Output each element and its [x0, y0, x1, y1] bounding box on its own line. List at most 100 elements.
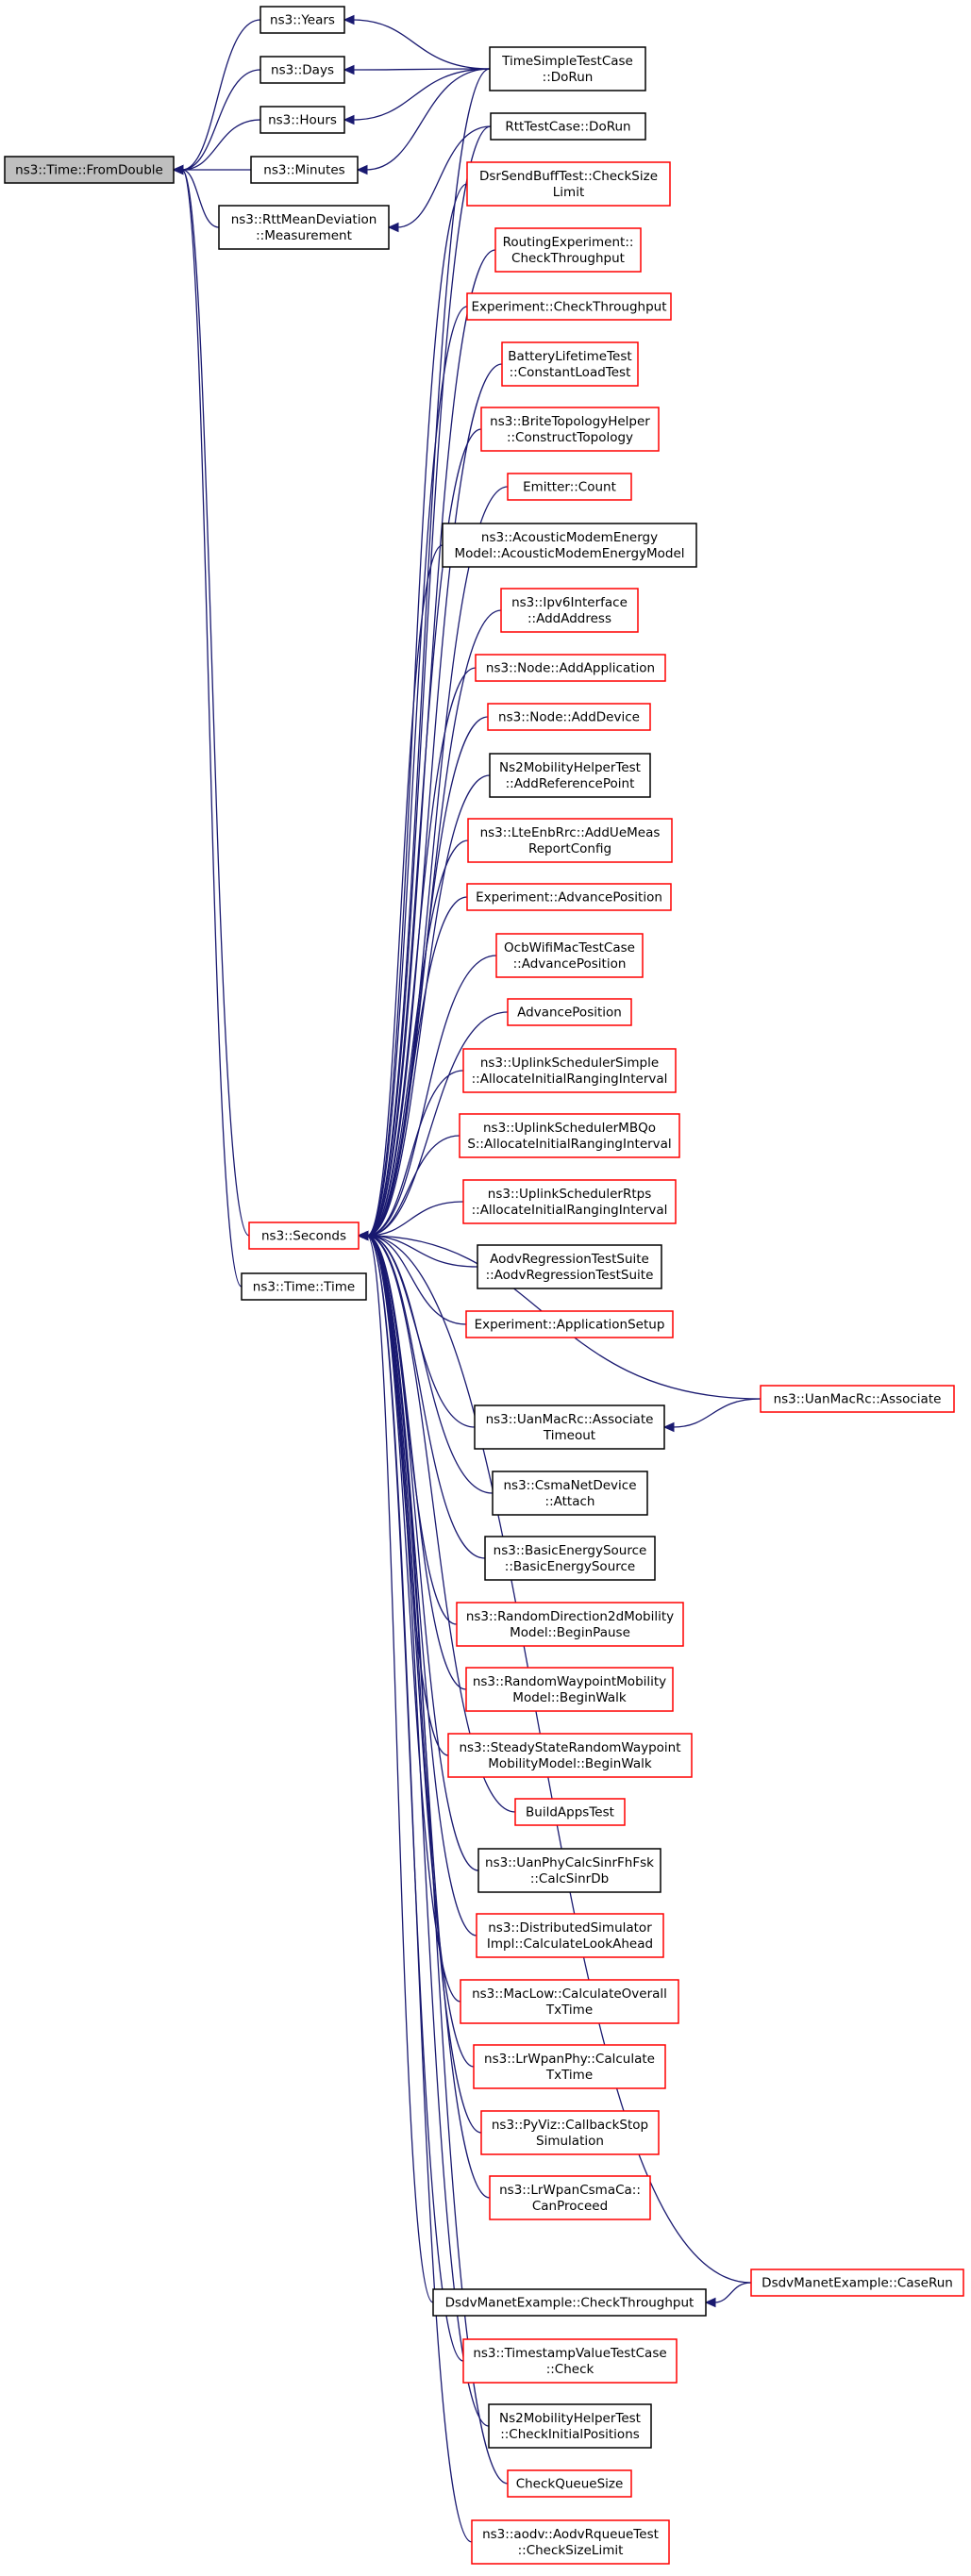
node-label-line: ns3::TimestampValueTestCase — [473, 2346, 666, 2361]
node-label-line: OcbWifiMacTestCase — [504, 940, 635, 956]
edge-line — [713, 2282, 752, 2303]
node-label-line: ns3::UanPhyCalcSinrFhFsk — [485, 1855, 654, 1870]
node-box — [488, 2403, 652, 2449]
node-box — [465, 1667, 674, 1712]
arrowhead — [343, 114, 355, 125]
node-randomway[interactable]: ns3::RandomWaypointMobilityModel::BeginW… — [465, 1667, 674, 1712]
edge-line — [181, 169, 243, 1288]
node-box — [442, 523, 697, 568]
node-battery[interactable]: BatteryLifetimeTest::ConstantLoadTest — [501, 341, 639, 387]
node-advance[interactable]: AdvancePosition — [507, 998, 632, 1026]
node-uplinksimple[interactable]: ns3::UplinkSchedulerSimple::AllocateInit… — [462, 1048, 677, 1093]
node-label-line: ns3::Ipv6Interface — [511, 595, 628, 610]
node-box — [495, 933, 644, 978]
node-box — [477, 1848, 661, 1893]
node-aodvreg[interactable]: AodvRegressionTestSuite::AodvRegressionT… — [477, 1244, 662, 1289]
edge-line — [366, 1235, 434, 2303]
node-box — [462, 2338, 678, 2384]
node-box — [507, 2469, 632, 2498]
node-basicenergy[interactable]: ns3::BasicEnergySource::BasicEnergySourc… — [484, 1536, 656, 1581]
node-label-line: DsrSendBuffTest::CheckSize — [479, 169, 658, 184]
node-brite[interactable]: ns3::BriteTopologyHelper::ConstructTopol… — [480, 407, 660, 452]
node-buildapps[interactable]: BuildAppsTest — [514, 1798, 626, 1826]
edge-line — [366, 1011, 509, 1237]
node-steady[interactable]: ns3::SteadyStateRandomWaypointMobilityMo… — [447, 1733, 693, 1778]
node-ns2init[interactable]: Ns2MobilityHelperTest::CheckInitialPosit… — [488, 2403, 652, 2449]
node-routingexp[interactable]: RoutingExperiment::CheckThroughput — [494, 227, 642, 273]
node-ipv6[interactable]: ns3::Ipv6Interface::AddAddress — [500, 588, 639, 633]
node-label-line: ::ConstructTopology — [507, 430, 633, 445]
edge-line — [396, 125, 492, 228]
node-expcheck[interactable]: Experiment::CheckThroughput — [466, 292, 672, 321]
node-rtttest[interactable]: RttTestCase::DoRun — [490, 112, 646, 141]
node-acoustic[interactable]: ns3::AcousticModemEnergyModel::AcousticM… — [442, 523, 697, 568]
node-label-line: ns3::RandomWaypointMobility — [473, 1674, 666, 1689]
node-randomdir[interactable]: ns3::RandomDirection2dMobilityModel::Beg… — [456, 1602, 684, 1647]
node-checkqueue[interactable]: CheckQueueSize — [507, 2469, 632, 2498]
edge-line — [366, 839, 469, 1237]
arrowhead — [662, 1421, 675, 1433]
node-rttmean[interactable]: ns3::RttMeanDeviation::Measurement — [218, 205, 390, 250]
node-label-line: Timeout — [543, 1428, 595, 1443]
node-dsdvcheck[interactable]: DsdvManetExample::CheckThroughput — [432, 2288, 707, 2317]
node-expadvance[interactable]: Experiment::AdvancePosition — [466, 883, 672, 911]
node-dsdvcaserun[interactable]: DsdvManetExample::CaseRun — [750, 2269, 964, 2297]
call-edge-basicenergy-to-seconds — [357, 1230, 486, 1559]
node-lrwpancsma[interactable]: ns3::LrWpanCsmaCa::CanProceed — [489, 2175, 651, 2220]
node-box — [480, 2110, 660, 2155]
node-label-line: Experiment::AdvancePosition — [476, 890, 662, 906]
node-hours[interactable]: ns3::Hours — [259, 106, 345, 134]
edge-line — [352, 19, 491, 70]
edge-line — [672, 1398, 762, 1428]
node-label-line: ns3::Seconds — [261, 1229, 346, 1244]
node-minutes[interactable]: ns3::Minutes — [250, 156, 359, 184]
call-edge-timestamp-to-seconds — [357, 1230, 464, 2362]
node-box — [489, 753, 651, 798]
edges-layer — [172, 14, 762, 2543]
call-edge-timesimple-to-minutes — [356, 68, 491, 175]
node-label-line: Experiment::CheckThroughput — [471, 300, 666, 315]
node-label-line: ReportConfig — [528, 841, 611, 856]
node-box — [462, 1179, 677, 1224]
node-box — [484, 1536, 656, 1581]
node-aodvrqueue[interactable]: ns3::aodv::AodvRqueueTest::CheckSizeLimi… — [471, 2519, 670, 2565]
node-expappsetup[interactable]: Experiment::ApplicationSetup — [465, 1310, 674, 1338]
node-label-line: DsdvManetExample::CaseRun — [762, 2276, 953, 2291]
node-uplinkrtps[interactable]: ns3::UplinkSchedulerRtps::AllocateInitia… — [462, 1179, 677, 1224]
call-edge-lrwpanphy-to-seconds — [357, 1230, 475, 2068]
call-edge-nodeaddapp-to-seconds — [357, 667, 477, 1241]
edge-line — [366, 68, 491, 1237]
node-box — [241, 1272, 367, 1301]
edge-line — [366, 774, 491, 1237]
node-years[interactable]: ns3::Years — [259, 6, 345, 34]
node-label-line: ::CheckInitialPositions — [500, 2427, 640, 2442]
node-uanphy[interactable]: ns3::UanPhyCalcSinrFhFsk::CalcSinrDb — [477, 1848, 661, 1893]
node-label-line: Impl::CalculateLookAhead — [487, 1936, 653, 1952]
node-nodeadddev[interactable]: ns3::Node::AddDevice — [487, 703, 651, 731]
node-label-line: ns3::Time::Time — [253, 1280, 355, 1295]
node-uplinkmbqos[interactable]: ns3::UplinkSchedulerMBQoS::AllocateIniti… — [459, 1113, 680, 1158]
edge-line — [366, 1070, 464, 1237]
node-csma[interactable]: ns3::CsmaNetDevice::Attach — [492, 1471, 648, 1516]
node-uanassoc[interactable]: ns3::UanMacRc::Associate — [760, 1385, 955, 1413]
node-dsrsend[interactable]: DsrSendBuffTest::CheckSizeLimit — [466, 161, 671, 207]
node-ns2ref[interactable]: Ns2MobilityHelperTest::AddReferencePoint — [489, 753, 651, 798]
node-nodeaddapp[interactable]: ns3::Node::AddApplication — [475, 654, 666, 682]
node-emitter[interactable]: Emitter::Count — [507, 473, 632, 501]
node-label-line: ns3::SteadyStateRandomWaypoint — [459, 1740, 680, 1755]
node-label-line: CheckThroughput — [511, 251, 625, 266]
node-box — [490, 112, 646, 141]
node-timesimple[interactable]: TimeSimpleTestCase::DoRun — [489, 46, 646, 91]
node-box — [514, 1798, 626, 1826]
node-distsim[interactable]: ns3::DistributedSimulatorImpl::Calculate… — [476, 1913, 664, 1958]
node-timestamp[interactable]: ns3::TimestampValueTestCase::Check — [462, 2338, 678, 2384]
node-days[interactable]: ns3::Days — [259, 56, 345, 84]
node-ocb[interactable]: OcbWifiMacTestCase::AdvancePosition — [495, 933, 644, 978]
node-timetime[interactable]: ns3::Time::Time — [241, 1272, 367, 1301]
node-seconds[interactable]: ns3::Seconds — [248, 1222, 360, 1250]
